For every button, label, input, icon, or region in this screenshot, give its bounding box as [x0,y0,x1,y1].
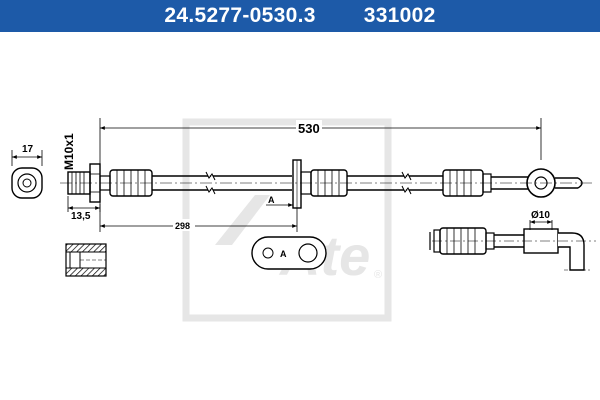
fitting-length-label: 13,5 [71,211,91,222]
watermark-registered-mark: ® [374,269,382,281]
eye-diameter-dimension: Ø10 [529,210,553,230]
section-marker-label: A [268,195,275,205]
reference-number: 331002 [363,4,436,27]
ate-watermark-logo: Ate ® [182,118,392,322]
overall-length-dimension: 530 [99,118,542,165]
bent-end-detail [429,227,596,271]
eye-diameter-label: Ø10 [531,210,550,221]
article-number: 24.5277-0530.3 [164,4,316,27]
overall-length-label: 530 [298,121,320,136]
section-detail-label: A [280,249,287,259]
section-position-label: 298 [175,221,190,231]
fitting-cross-section [65,243,107,277]
fitting-length-dimension: 13,5 [67,196,101,222]
section-position-dimension: 298 [99,202,298,232]
thread-label: M10x1 [62,133,76,170]
title-bar: 24.5277-0530.3 331002 [0,0,600,32]
fitting-width-label: 17 [22,144,34,155]
section-detail-bracket: A [251,236,327,270]
fitting-end-view: 17 [11,144,43,199]
brake-hose-main [67,159,583,209]
section-marker: A [266,195,293,207]
